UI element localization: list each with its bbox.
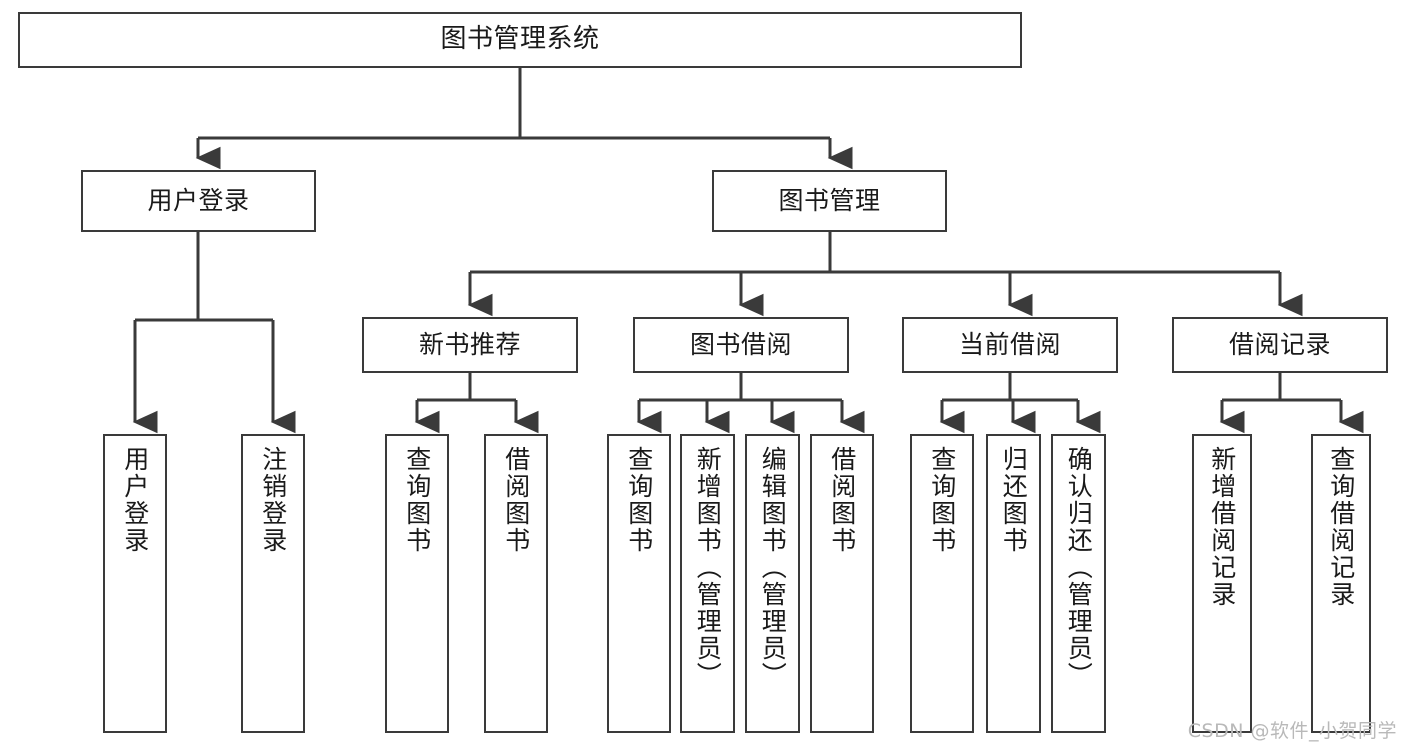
node-root[interactable]: 图书管理系统 — [18, 12, 1022, 68]
node-leaf-query-book-label: 查询图书 — [624, 446, 654, 554]
node-leaf-add-book-admin-label: 新增图书（管理员） — [693, 446, 723, 689]
node-root-label: 图书管理系统 — [440, 24, 600, 55]
node-leaf-query-book-recommend-label: 查询图书 — [402, 446, 432, 554]
node-leaf-borrow-book[interactable]: 借阅图书 — [810, 434, 874, 733]
node-leaf-user-login[interactable]: 用户登录 — [103, 434, 167, 733]
node-leaf-confirm-return-admin[interactable]: 确认归还（管理员） — [1051, 434, 1106, 733]
node-leaf-borrow-book-label: 借阅图书 — [827, 446, 857, 554]
node-book-borrow-label: 图书借阅 — [689, 329, 792, 359]
node-borrow-record-label: 借阅记录 — [1228, 329, 1331, 359]
node-user-login[interactable]: 用户登录 — [81, 170, 316, 232]
node-new-book-recommend[interactable]: 新书推荐 — [362, 317, 578, 373]
node-leaf-query-book-current-label: 查询图书 — [927, 446, 957, 554]
node-leaf-add-borrow-record-label: 新增借阅记录 — [1207, 446, 1237, 608]
node-leaf-add-book-admin[interactable]: 新增图书（管理员） — [680, 434, 735, 733]
node-leaf-return-book[interactable]: 归还图书 — [986, 434, 1041, 733]
node-leaf-logout-label: 注销登录 — [258, 446, 288, 554]
node-book-management[interactable]: 图书管理 — [712, 170, 947, 232]
node-new-book-recommend-label: 新书推荐 — [418, 329, 521, 359]
node-leaf-query-borrow-record-label: 查询借阅记录 — [1326, 446, 1356, 608]
node-current-borrow[interactable]: 当前借阅 — [902, 317, 1118, 373]
node-current-borrow-label: 当前借阅 — [958, 329, 1061, 359]
node-leaf-user-login-label: 用户登录 — [120, 446, 150, 554]
node-leaf-edit-book-admin[interactable]: 编辑图书（管理员） — [745, 434, 800, 733]
node-book-management-label: 图书管理 — [778, 185, 881, 215]
node-leaf-confirm-return-admin-label: 确认归还（管理员） — [1064, 446, 1094, 689]
node-leaf-query-borrow-record[interactable]: 查询借阅记录 — [1311, 434, 1371, 733]
node-leaf-add-borrow-record[interactable]: 新增借阅记录 — [1192, 434, 1252, 733]
node-user-login-label: 用户登录 — [147, 185, 250, 215]
node-leaf-edit-book-admin-label: 编辑图书（管理员） — [758, 446, 788, 689]
node-leaf-borrow-book-recommend-label: 借阅图书 — [501, 446, 531, 554]
node-leaf-logout[interactable]: 注销登录 — [241, 434, 305, 733]
node-leaf-query-book[interactable]: 查询图书 — [607, 434, 671, 733]
node-leaf-return-book-label: 归还图书 — [999, 446, 1029, 554]
node-book-borrow[interactable]: 图书借阅 — [633, 317, 849, 373]
node-leaf-borrow-book-recommend[interactable]: 借阅图书 — [484, 434, 548, 733]
node-borrow-record[interactable]: 借阅记录 — [1172, 317, 1388, 373]
csdn-watermark: CSDN @软件_小贺同学 — [1187, 720, 1397, 742]
node-leaf-query-book-current[interactable]: 查询图书 — [910, 434, 974, 733]
node-leaf-query-book-recommend[interactable]: 查询图书 — [385, 434, 449, 733]
